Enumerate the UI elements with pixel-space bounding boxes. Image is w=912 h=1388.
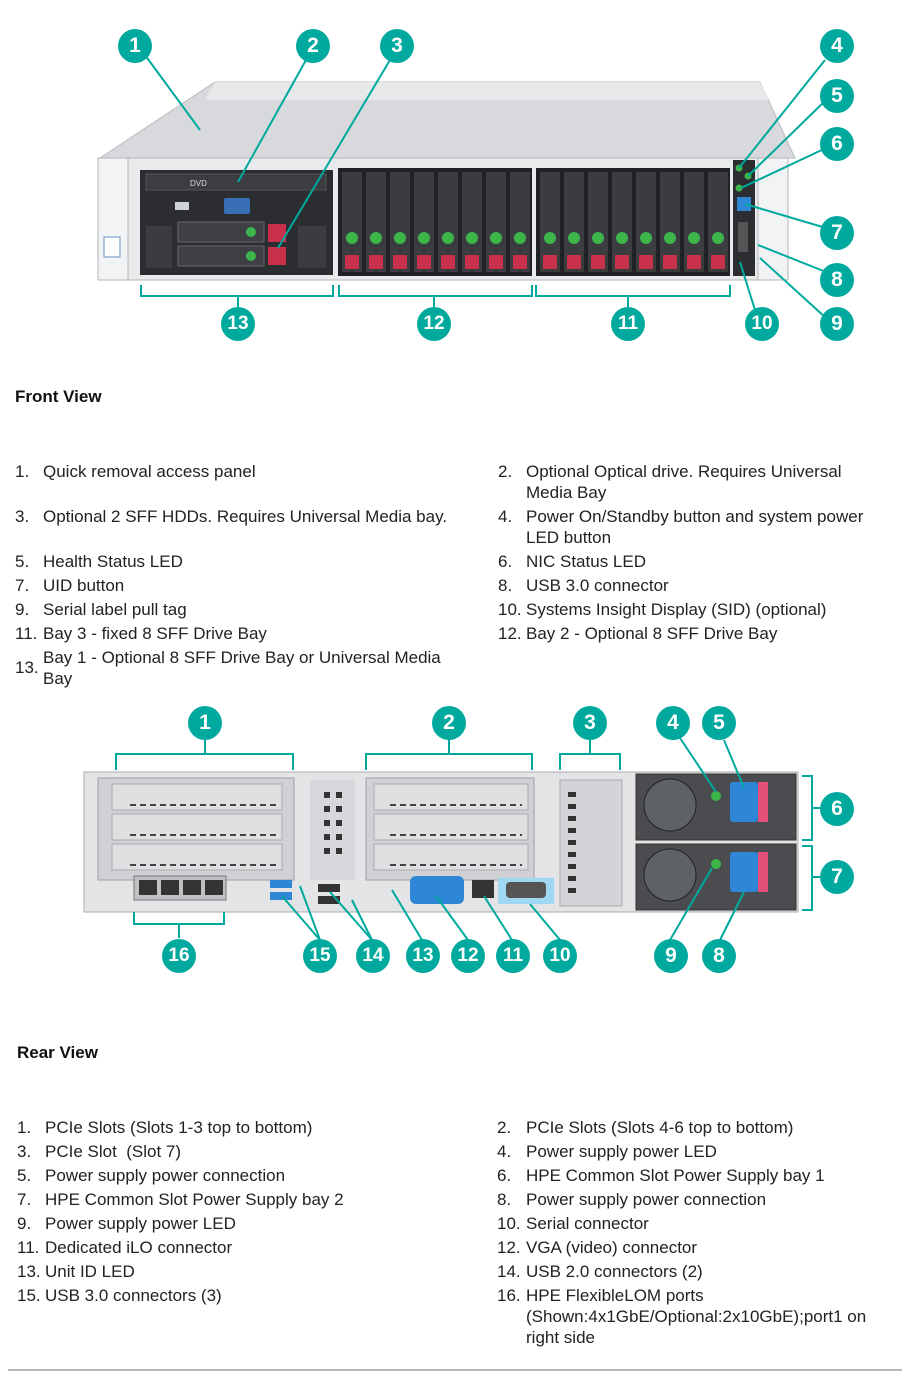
rear-callout-16: 16 <box>162 939 196 973</box>
item-text: NIC Status LED <box>526 552 646 571</box>
item-text: Unit ID LED <box>45 1262 135 1281</box>
rear-view-title: Rear View <box>17 1043 98 1062</box>
item-text: Quick removal access panel <box>43 462 256 481</box>
item-number: 10. <box>498 600 522 619</box>
front-callout-8: 8 <box>820 263 854 297</box>
item-number: 12. <box>498 624 522 643</box>
item-number: 1. <box>17 1118 32 1137</box>
front-callout-3: 3 <box>380 29 414 63</box>
item-text: Power supply power LED <box>45 1214 236 1233</box>
item-text: USB 2.0 connectors (2) <box>526 1262 703 1281</box>
item-number: 5. <box>15 552 30 571</box>
item-text: Power supply power LED <box>526 1142 717 1161</box>
front-callout-4: 4 <box>820 29 854 63</box>
rear-callout-11: 11 <box>496 939 530 973</box>
rear-callout-7: 7 <box>820 860 854 894</box>
item-text: HPE Common Slot Power Supply bay 2 <box>45 1190 344 1209</box>
item-text: HPE Common Slot Power Supply bay 1 <box>526 1166 825 1185</box>
item-number: 15. <box>17 1286 41 1305</box>
item-number: 3. <box>17 1142 32 1161</box>
item-number: 12. <box>497 1238 521 1257</box>
rear-callout-9: 9 <box>654 939 688 973</box>
item-number: 4. <box>497 1142 512 1161</box>
item-text: Bay 2 - Optional 8 SFF Drive Bay <box>526 624 778 643</box>
item-text: Bay 3 - fixed 8 SFF Drive Bay <box>43 624 267 643</box>
dvd-label: DVD <box>190 179 207 188</box>
item-number: 2. <box>498 462 513 481</box>
item-number: 9. <box>17 1214 32 1233</box>
item-number: 11. <box>17 1238 40 1257</box>
rear-callout-4: 4 <box>656 706 690 740</box>
item-number: 8. <box>497 1190 512 1209</box>
item-text: Power supply power connection <box>45 1166 286 1185</box>
item-text: Serial label pull tag <box>43 600 187 619</box>
rear-callout-13: 13 <box>406 939 440 973</box>
rear-callout-5: 5 <box>702 706 736 740</box>
item-text: HPE FlexibleLOM ports (Shown:4x1GbE/Opti… <box>526 1286 867 1347</box>
item-number: 6. <box>497 1166 512 1185</box>
rear-callout-6: 6 <box>820 792 854 826</box>
rear-callout-1: 1 <box>188 706 222 740</box>
item-text: Systems Insight Display (SID) (optional) <box>526 600 827 619</box>
item-number: 9. <box>15 600 30 619</box>
front-view-title: Front View <box>15 387 102 406</box>
item-text: PCIe Slots (Slots 1-3 top to bottom) <box>45 1118 313 1137</box>
front-callout-5: 5 <box>820 79 854 113</box>
bay-2-drives <box>342 172 530 272</box>
item-number: 10. <box>497 1214 521 1233</box>
rear-callout-8: 8 <box>702 939 736 973</box>
front-callout-13: 13 <box>221 307 255 341</box>
item-text: Serial connector <box>526 1214 649 1233</box>
item-text: Bay 1 - Optional 8 SFF Drive Bay or Univ… <box>43 648 441 688</box>
item-number: 2. <box>497 1118 512 1137</box>
item-text: PCIe Slots (Slots 4-6 top to bottom) <box>526 1118 794 1137</box>
front-view-diagram: DVD <box>0 0 912 360</box>
item-text: Health Status LED <box>43 552 183 571</box>
item-number: 8. <box>498 576 513 595</box>
item-text: USB 3.0 connector <box>526 576 669 595</box>
item-number: 3. <box>15 507 30 526</box>
item-number: 7. <box>17 1190 32 1209</box>
rear-callout-10: 10 <box>543 939 577 973</box>
item-number: 6. <box>498 552 513 571</box>
rear-view-diagram: 1 2 3 4 5 6 7 8 9 10 11 12 13 14 15 16 <box>0 700 912 990</box>
rear-server-illustration <box>83 737 820 941</box>
rear-callout-14: 14 <box>356 939 390 973</box>
bottom-divider <box>8 1369 902 1371</box>
item-text: Power On/Standby button and system power… <box>526 507 864 547</box>
item-number: 13. <box>17 1262 41 1281</box>
item-text: PCIe Slot (Slot 7) <box>45 1142 182 1161</box>
item-text: Dedicated iLO connector <box>45 1238 233 1257</box>
item-text: VGA (video) connector <box>526 1238 698 1257</box>
item-text: Power supply power connection <box>526 1190 767 1209</box>
item-number: 11. <box>15 624 38 643</box>
item-text: USB 3.0 connectors (3) <box>45 1286 222 1305</box>
item-text: Optional Optical drive. Requires Univers… <box>526 462 842 502</box>
item-number: 5. <box>17 1166 32 1185</box>
rear-callout-15: 15 <box>303 939 337 973</box>
front-callout-7: 7 <box>820 216 854 250</box>
front-callout-6: 6 <box>820 127 854 161</box>
item-number: 14. <box>497 1262 521 1281</box>
item-text: UID button <box>43 576 125 595</box>
item-number: 16. <box>497 1286 521 1305</box>
front-callout-2: 2 <box>296 29 330 63</box>
rear-callout-12: 12 <box>451 939 485 973</box>
front-callout-12: 12 <box>417 307 451 341</box>
bay-3-drives <box>540 172 728 272</box>
item-number: 13. <box>15 658 39 677</box>
item-text: Optional 2 SFF HDDs. Requires Universal … <box>43 507 448 526</box>
front-callout-1: 1 <box>118 29 152 63</box>
front-callout-10: 10 <box>745 307 779 341</box>
front-callout-9: 9 <box>820 307 854 341</box>
item-number: 4. <box>498 507 513 526</box>
rear-callout-3: 3 <box>573 706 607 740</box>
item-number: 1. <box>15 462 30 481</box>
item-number: 7. <box>15 576 30 595</box>
rear-callout-2: 2 <box>432 706 466 740</box>
front-callout-11: 11 <box>611 307 645 341</box>
front-server-illustration: DVD <box>97 54 827 319</box>
